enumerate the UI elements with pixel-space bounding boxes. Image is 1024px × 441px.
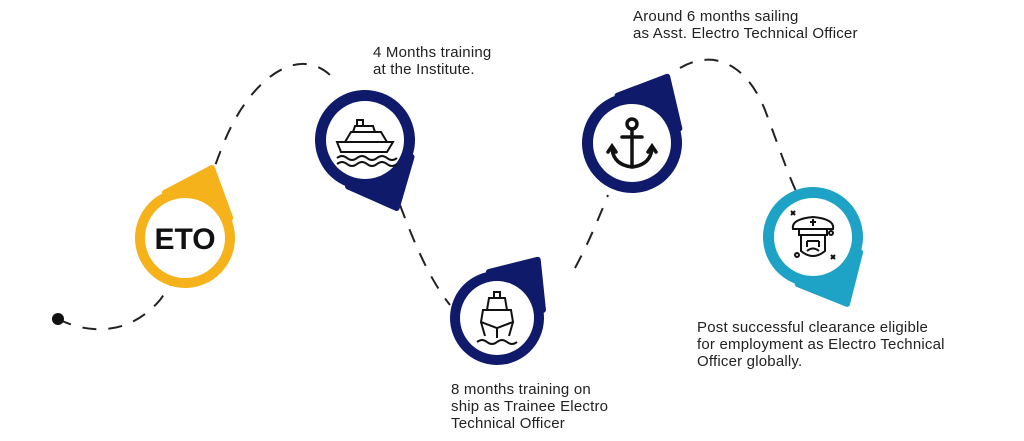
ship-front-icon [476, 291, 518, 345]
pin-officer [763, 187, 864, 307]
caption-line: ship as Trainee Electro [451, 398, 609, 415]
caption-line: Technical Officer [451, 415, 566, 432]
caption-sailing: Around 6 months sailing as Asst. Electro… [633, 8, 858, 42]
pin-ship-training [450, 256, 546, 365]
caption-line: 4 Months training [373, 44, 492, 61]
caption-line: 8 months training on [451, 381, 591, 398]
caption-officer: Post successful clearance eligible for e… [697, 319, 945, 370]
path-start-dot [52, 313, 64, 325]
pin-eto: ETO [135, 164, 235, 288]
dashed-path [57, 58, 799, 331]
caption-line: for employment as Electro Technical [697, 336, 945, 353]
anchor-icon [606, 117, 658, 169]
caption-line: Around 6 months sailing [633, 8, 799, 25]
caption-ship-training: 8 months training on ship as Trainee Ele… [451, 381, 608, 432]
caption-line: Officer globally. [697, 353, 803, 370]
pin-sailing [582, 73, 683, 193]
eto-badge-text: ETO [154, 223, 215, 256]
caption-institute: 4 Months training at the Institute. [373, 44, 491, 78]
pin-institute [315, 90, 415, 211]
captain-icon [790, 210, 836, 260]
caption-line: Post successful clearance eligible [697, 319, 929, 336]
caption-line: at the Institute. [373, 61, 475, 78]
cruise-ship-waves-icon [335, 119, 398, 167]
caption-line: as Asst. Electro Technical Officer [633, 25, 858, 42]
